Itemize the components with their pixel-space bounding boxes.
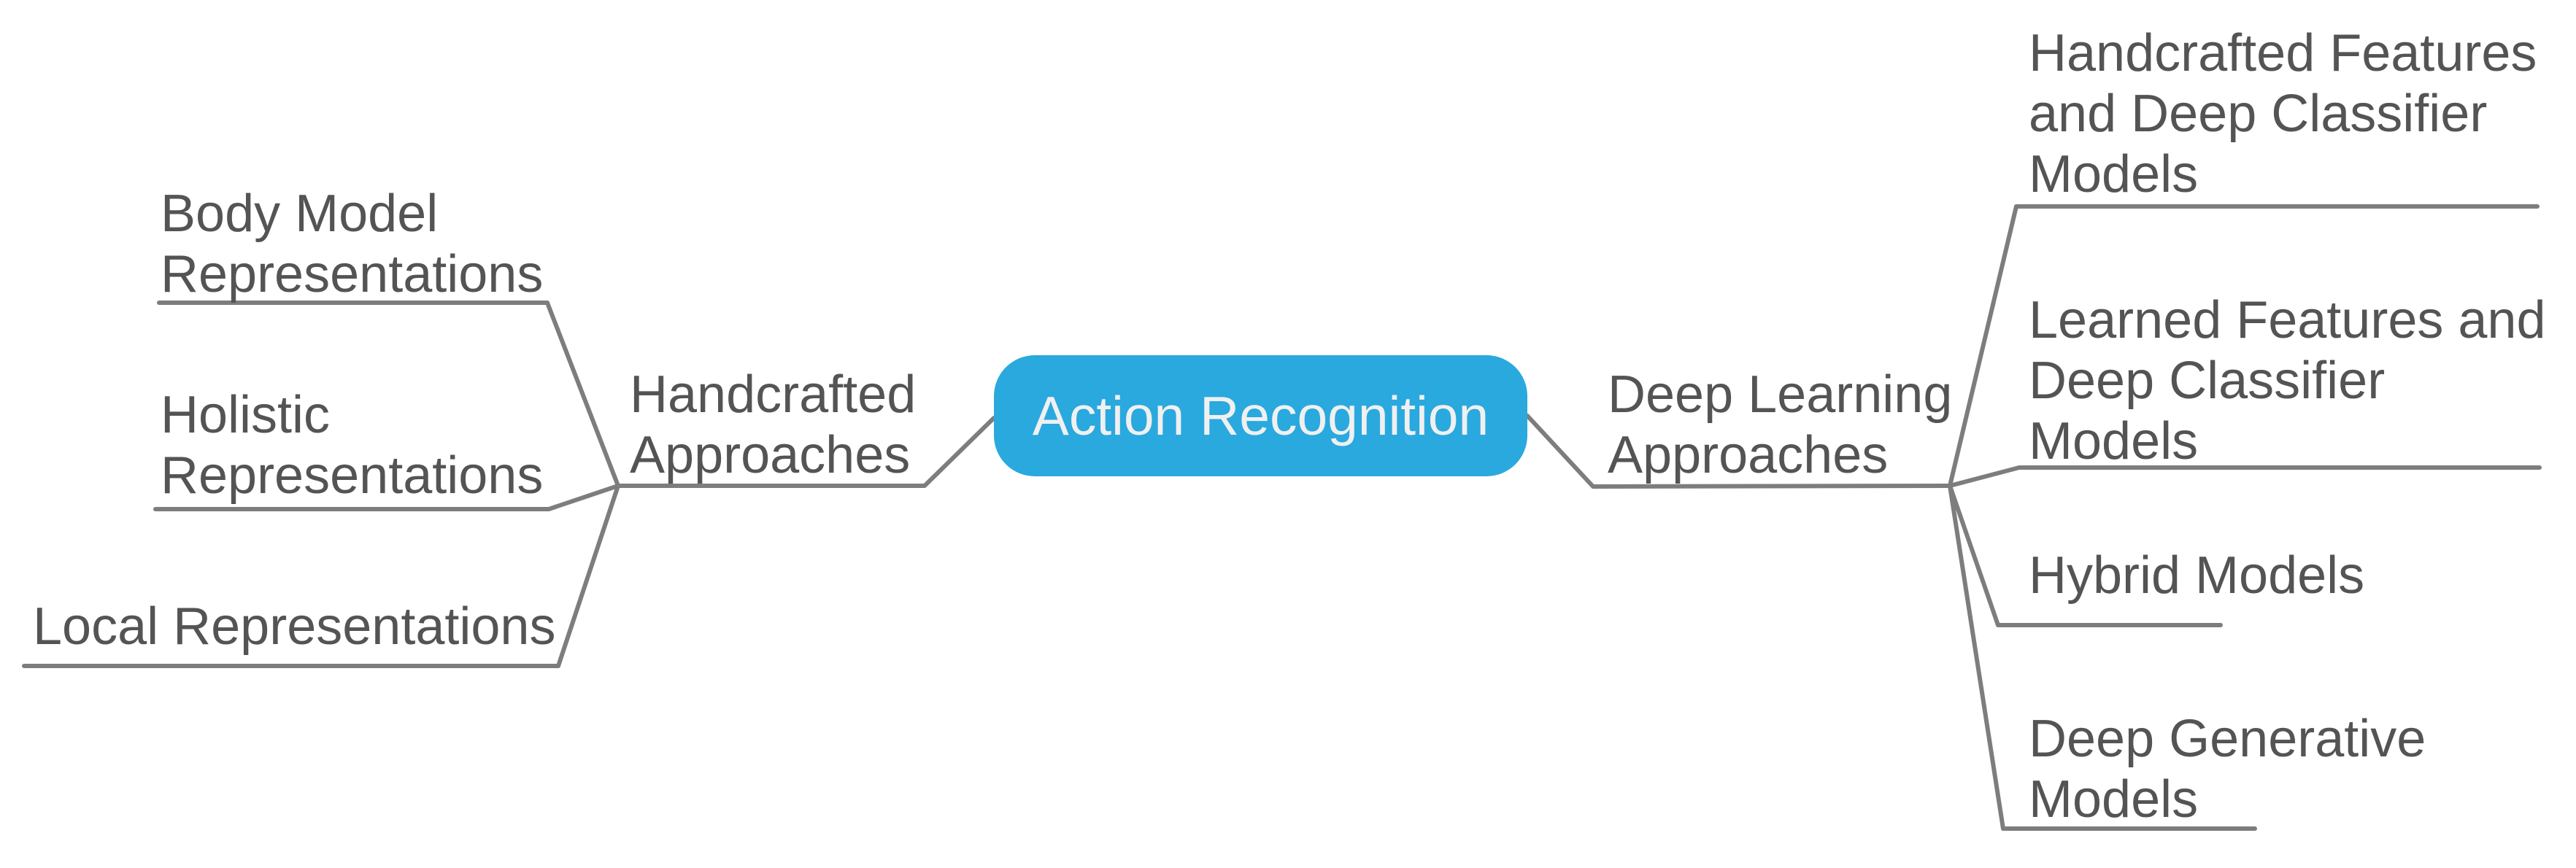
edge-hybrid-models xyxy=(1948,484,2223,627)
edge-local xyxy=(22,484,620,668)
leaf-label-local-representations[interactable]: Local Representations xyxy=(33,597,556,656)
leaf-label-hybrid-models[interactable]: Hybrid Models xyxy=(2029,546,2365,605)
edge-deep-learning-approaches xyxy=(1525,414,1952,489)
root-node-label: Action Recognition xyxy=(1032,385,1489,446)
leaf-label-learned-features-deep-classifier[interactable]: Learned Features and Deep Classifier Mod… xyxy=(2029,291,2546,470)
edge-holistic xyxy=(153,484,620,511)
branch-label-handcrafted-approaches[interactable]: Handcrafted Approaches xyxy=(630,365,917,484)
edge-handcrafted-approaches xyxy=(616,416,996,488)
edge-deep-generative-models xyxy=(1948,484,2257,831)
edge-body-model xyxy=(157,301,620,488)
branch-label-deep-learning-approaches[interactable]: Deep Learning Approaches xyxy=(1608,365,1953,484)
root-node-action-recognition[interactable]: Action Recognition xyxy=(994,355,1527,476)
leaf-label-deep-generative-models[interactable]: Deep Generative Models xyxy=(2029,710,2426,829)
leaf-label-body-model-representations[interactable]: Body Model Representations xyxy=(161,185,544,303)
edge-handcrafted-features xyxy=(1948,204,2540,488)
edge-learned-features xyxy=(1948,465,2542,488)
leaf-label-holistic-representations[interactable]: Holistic Representations xyxy=(161,386,544,505)
leaf-label-handcrafted-features-deep-classifier[interactable]: Handcrafted Features and Deep Classifier… xyxy=(2029,24,2537,204)
